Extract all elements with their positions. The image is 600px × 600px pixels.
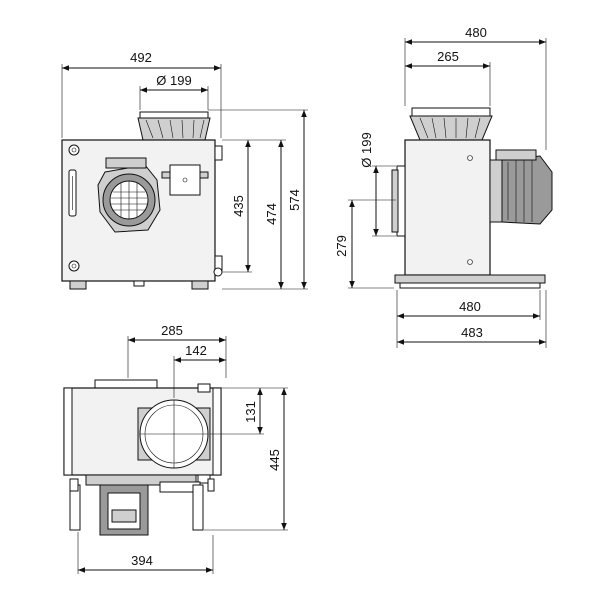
front-corner-bolt <box>68 260 80 272</box>
dim-top-285: 285 <box>161 323 183 338</box>
dim-top-142: 142 <box>185 343 207 358</box>
dim-side-base-480: 480 <box>459 299 481 314</box>
side-motor <box>489 149 553 225</box>
dim-top-131: 131 <box>243 401 258 423</box>
dim-side-483: 483 <box>461 325 483 340</box>
dim-front-574: 574 <box>287 189 302 211</box>
dim-side-duct-diameter: Ø 199 <box>359 132 374 167</box>
side-duct-collar <box>409 107 493 141</box>
dim-front-474: 474 <box>264 203 279 225</box>
front-terminal-box <box>161 164 209 196</box>
top-view <box>63 379 222 536</box>
dim-top-445: 445 <box>267 449 282 471</box>
side-view <box>391 107 553 289</box>
dim-front-width: 492 <box>130 50 152 65</box>
dim-side-279: 279 <box>334 235 349 257</box>
dim-top-394: 394 <box>131 553 153 568</box>
side-housing <box>404 139 491 276</box>
top-duct-circle <box>137 399 211 469</box>
front-duct-collar <box>137 111 211 141</box>
front-corner-bolt <box>68 144 80 156</box>
front-dimensions: 492 Ø 199 435 474 574 <box>61 50 308 290</box>
dim-front-435: 435 <box>231 195 246 217</box>
front-view <box>61 111 223 290</box>
dim-side-top-480: 480 <box>465 25 487 40</box>
top-motor <box>69 474 204 536</box>
side-dimensions: 480 265 Ø 199 279 480 483 <box>334 25 547 348</box>
dim-front-duct-diameter: Ø 199 <box>156 73 191 88</box>
dim-side-265: 265 <box>437 49 459 64</box>
top-dimensions: 285 142 131 445 394 <box>77 323 288 574</box>
front-motor <box>97 157 161 233</box>
